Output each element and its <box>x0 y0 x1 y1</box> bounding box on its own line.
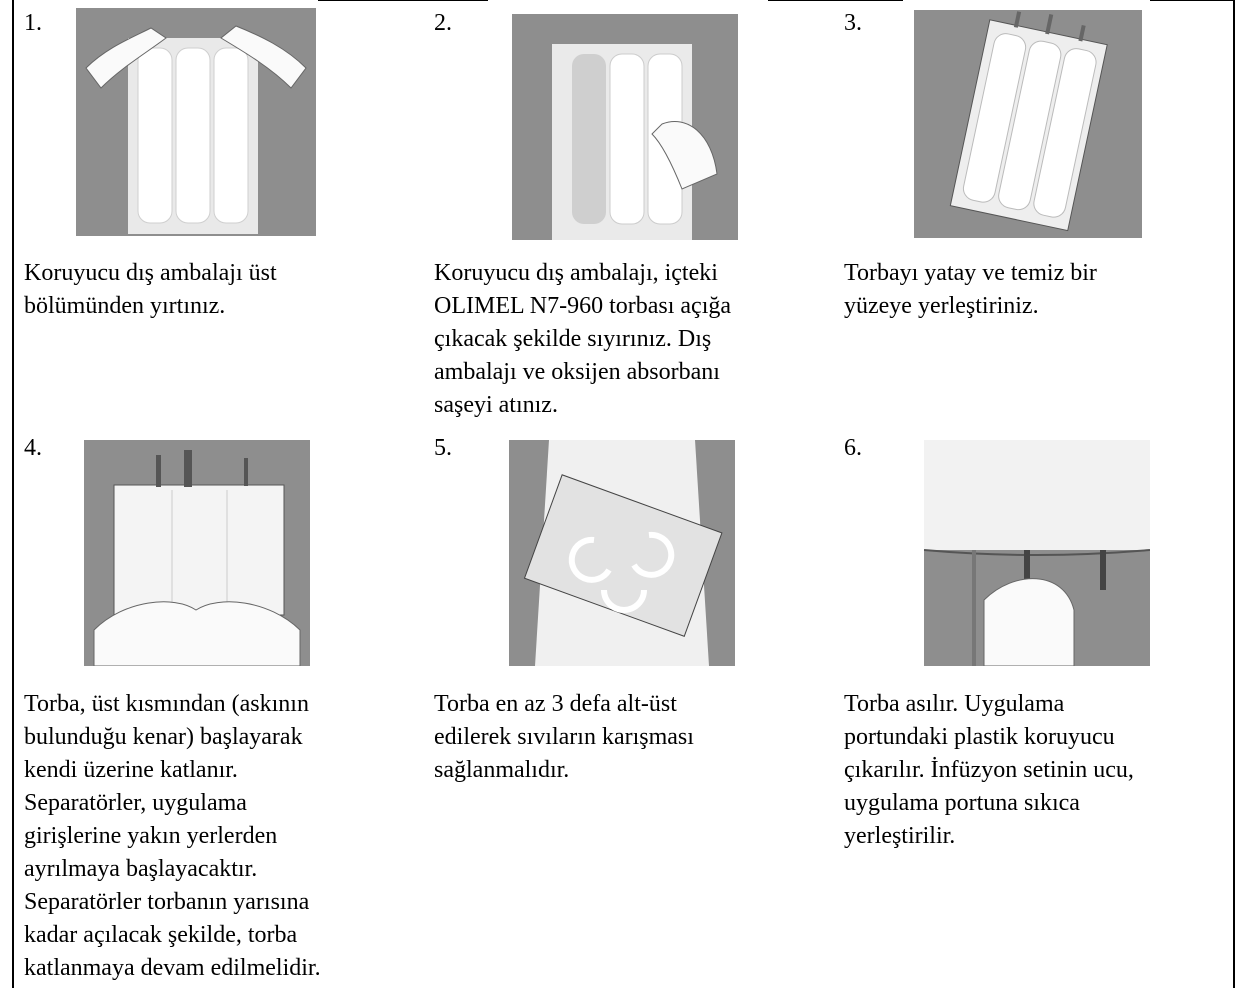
hang-bag-insert-set-illustration <box>924 440 1150 666</box>
step-2: 2. Koruyucu dış ambalajı, içteki OLIMEL … <box>424 0 834 430</box>
step-text: Torba asılır. Uygulama portundaki plasti… <box>844 688 1229 853</box>
step-number: 5. <box>434 435 452 461</box>
step-number: 4. <box>24 435 42 461</box>
step-number: 1. <box>24 10 42 36</box>
tear-outer-wrap-illustration <box>76 8 316 236</box>
step-3: 3. Torbayı yatay ve temiz bir yüzeye yer… <box>834 0 1233 430</box>
step-text: Koruyucu dış ambalajı üst bölümünden yır… <box>24 257 419 323</box>
step-text: Torbayı yatay ve temiz bir yüzeye yerleş… <box>844 257 1229 323</box>
step-5: 5. Torba en az 3 defa alt-üst edilerek s… <box>424 430 834 988</box>
step-text: Koruyucu dış ambalajı, içteki OLIMEL N7-… <box>434 257 829 422</box>
step-1: 1. Koruyucu dış ambalajı üst bölümünden … <box>14 0 424 430</box>
step-text: Torba en az 3 defa alt-üst edilerek sıvı… <box>434 688 829 787</box>
peel-outer-wrap-illustration <box>512 14 738 240</box>
step-4: 4. Torba, üst kısmından (askının bulundu… <box>14 430 424 988</box>
mix-bag-illustration <box>509 440 735 666</box>
fold-bag-illustration <box>84 440 310 666</box>
step-number: 2. <box>434 10 452 36</box>
step-6: 6. Torba asılır. Uygulama portundaki pla… <box>834 430 1233 988</box>
step-text: Torba, üst kısmından (askının bulunduğu … <box>24 688 419 985</box>
bag-flat-illustration <box>914 10 1142 238</box>
step-number: 3. <box>844 10 862 36</box>
step-number: 6. <box>844 435 862 461</box>
right-border <box>1233 0 1235 988</box>
